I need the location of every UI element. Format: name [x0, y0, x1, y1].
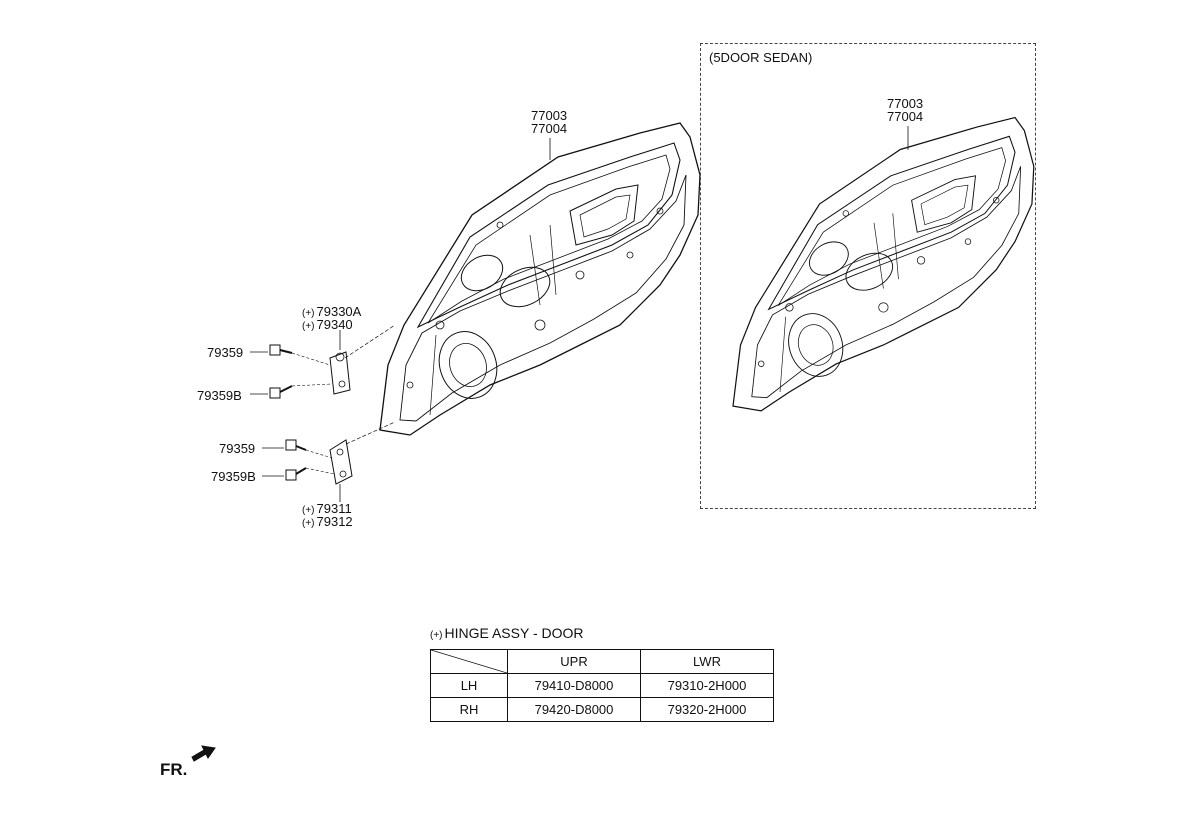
lower-hinge-label-1: (+)79311 [302, 501, 352, 516]
upper-bolt-label: 79359 [207, 345, 244, 360]
upper-hinge-drawing [329, 324, 396, 395]
upper-hinge-label-1: (+)79330A [302, 304, 362, 319]
hinge-table-title-mark: (+) [430, 630, 443, 641]
main-door-part-number-1: 77003 [531, 108, 568, 123]
table-header-row: UPR LWR [430, 649, 774, 674]
front-direction-arrow-icon [191, 745, 216, 762]
table-corner-cell [430, 649, 508, 674]
table-row: RH 79420-D8000 79320-2H000 [430, 697, 774, 722]
lower-hinge-label-2: (+)79312 [302, 514, 353, 529]
lower-bolt-label: 79359 [219, 441, 256, 456]
upper-hinge-mark-1: (+) [302, 308, 315, 319]
hinge-table-title: (+)HINGE ASSY - DOOR [430, 625, 584, 641]
variant-box [700, 43, 1036, 509]
table-cell-lwr: 79310-2H000 [640, 673, 774, 698]
upper-bolt-79359 [250, 344, 331, 366]
upper-hinge-mark-2: (+) [302, 321, 315, 332]
table-header-upr: UPR [507, 649, 641, 674]
hinge-table: UPR LWR LH 79410-D8000 79310-2H000 RH 79… [430, 649, 774, 722]
table-row: LH 79410-D8000 79310-2H000 [430, 673, 774, 698]
lower-hinge-mark-1: (+) [302, 505, 315, 516]
table-header-lwr: LWR [640, 649, 774, 674]
lower-bolt-79359b [262, 467, 335, 481]
table-cell-side: LH [430, 673, 508, 698]
upper-bolt-79359b [250, 383, 333, 399]
table-cell-side: RH [430, 697, 508, 722]
main-door-part-number-2: 77004 [531, 121, 568, 136]
upper-hinge-label-2: (+)79340 [302, 317, 353, 332]
lower-bolt-79359 [262, 439, 333, 459]
variant-part-number-1: 77003 [887, 96, 924, 111]
front-direction-label: FR. [160, 760, 188, 779]
lower-bolt-b-label: 79359B [211, 469, 256, 484]
variant-title: (5DOOR SEDAN) [709, 50, 813, 65]
main-door-drawing [379, 122, 701, 436]
variant-part-number-2: 77004 [887, 109, 924, 124]
table-cell-upr: 79410-D8000 [507, 673, 641, 698]
upper-bolt-b-label: 79359B [197, 388, 242, 403]
lower-hinge-mark-2: (+) [302, 518, 315, 529]
lower-hinge-drawing [329, 421, 396, 502]
table-cell-upr: 79420-D8000 [507, 697, 641, 722]
table-cell-lwr: 79320-2H000 [640, 697, 774, 722]
